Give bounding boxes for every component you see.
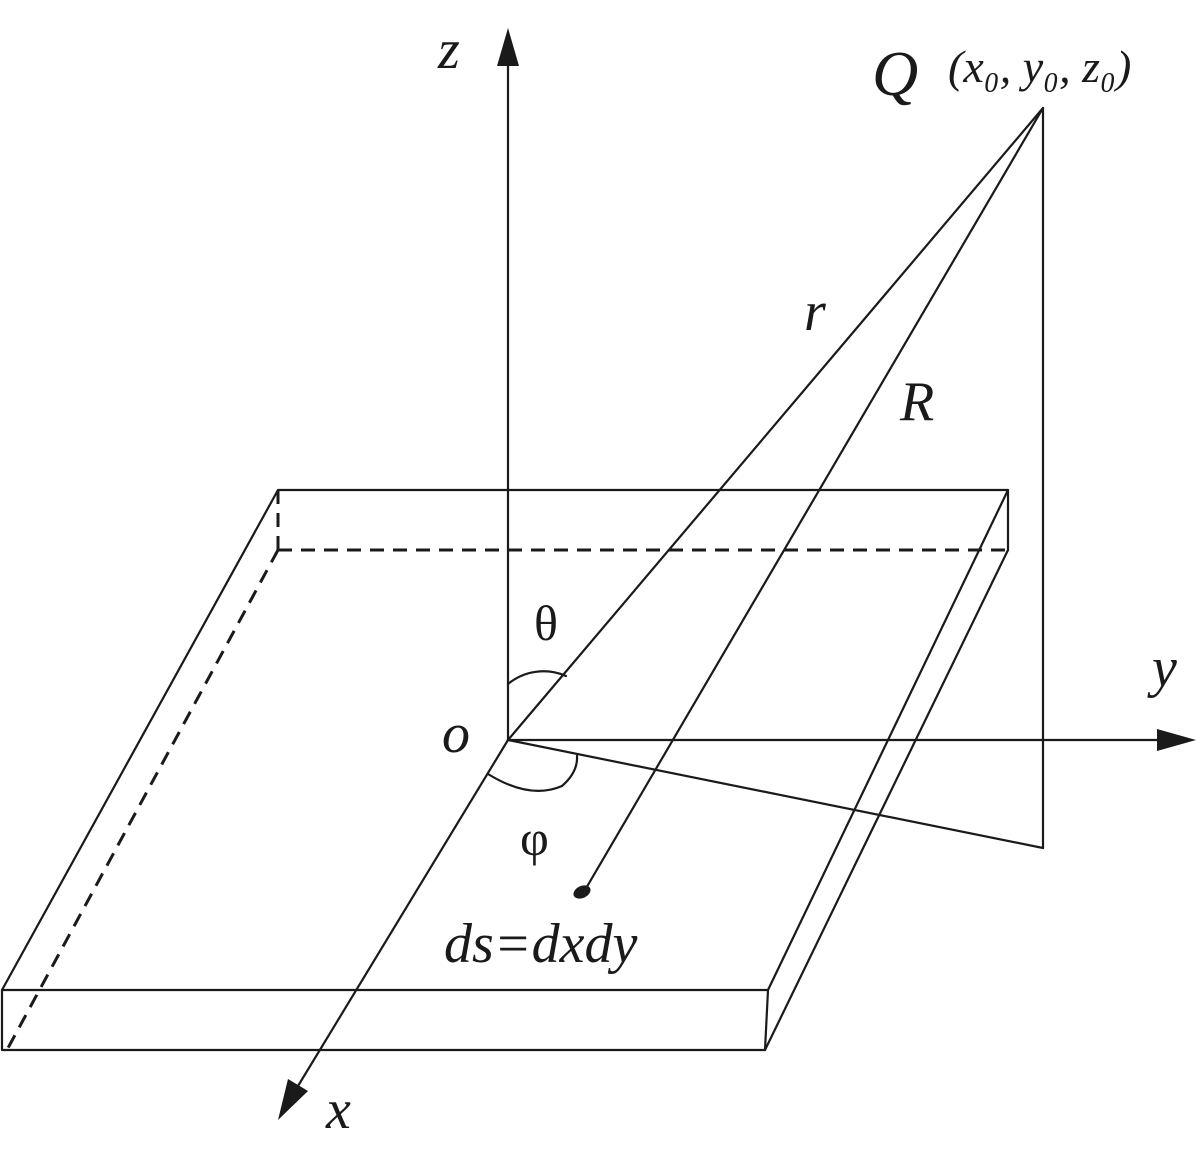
phi-arc — [486, 754, 579, 792]
R-line — [583, 106, 1045, 892]
point-Q-label: Q — [872, 38, 918, 109]
plate-hidden-left-edge — [6, 549, 280, 1049]
R-label: R — [899, 371, 934, 433]
plate-front-face — [0, 988, 770, 1052]
x-axis-arrow — [278, 1079, 308, 1120]
point-Q-coords: (x₀, y₀, z₀) — [948, 41, 1131, 92]
x-axis-label: x — [325, 1079, 351, 1141]
origin-label: o — [442, 703, 470, 765]
r-line — [506, 106, 1045, 742]
area-element-label: ds=dxdy — [444, 913, 637, 975]
y-axis-label: y — [1147, 637, 1177, 699]
area-element-dot — [573, 885, 591, 899]
y-axis-arrow — [1157, 729, 1196, 751]
axes — [278, 28, 1196, 1120]
z-axis-arrow — [497, 28, 519, 66]
labels: z y x o Q (x₀, y₀, z₀) r R θ φ ds=dxdy — [325, 19, 1177, 1141]
Q-projection-base — [506, 738, 1045, 850]
construction-lines — [486, 106, 1045, 899]
z-axis-label: z — [437, 19, 460, 81]
phi-label: φ — [520, 810, 549, 866]
theta-label: θ — [534, 595, 558, 651]
r-label: r — [804, 281, 826, 343]
theta-arc — [506, 670, 568, 686]
plate — [0, 488, 1010, 1052]
plate-right-bottom-edge — [763, 548, 1010, 1052]
x-axis-line — [296, 738, 510, 1088]
